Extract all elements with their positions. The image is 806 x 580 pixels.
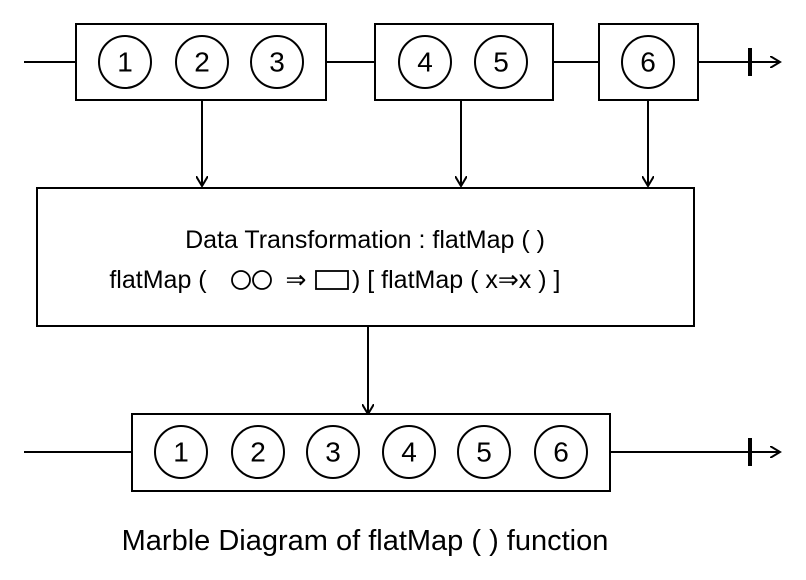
operator-formula-start: flatMap (	[109, 266, 207, 294]
operator-formula-end: ) [ flatMap ( x⇒x ) ]	[352, 266, 560, 294]
output-marble: 3	[306, 425, 360, 479]
marble-pair-icon	[231, 270, 272, 290]
box-icon	[315, 270, 349, 290]
operator-title: Data Transformation : flatMap ( )	[185, 226, 545, 254]
svg-text:5: 5	[493, 47, 509, 78]
output-marble: 4	[382, 425, 436, 479]
svg-text:1: 1	[117, 47, 133, 78]
operator-formula-arrow: ⇒	[286, 266, 307, 294]
output-marble: 5	[457, 425, 511, 479]
input-marble: 4	[398, 35, 452, 89]
svg-text:2: 2	[194, 47, 210, 78]
svg-text:3: 3	[325, 437, 341, 468]
output-marble: 2	[231, 425, 285, 479]
svg-text:4: 4	[401, 437, 417, 468]
svg-text:5: 5	[476, 437, 492, 468]
svg-text:1: 1	[173, 437, 189, 468]
svg-text:6: 6	[640, 47, 656, 78]
input-marble: 2	[175, 35, 229, 89]
svg-text:2: 2	[250, 437, 266, 468]
output-marble: 1	[154, 425, 208, 479]
input-marble: 6	[621, 35, 675, 89]
operator-box	[36, 187, 695, 327]
diagram-caption: Marble Diagram of flatMap ( ) function	[122, 525, 609, 557]
output-group-box	[131, 413, 611, 492]
output-marble: 6	[534, 425, 588, 479]
input-marble: 5	[474, 35, 528, 89]
svg-text:6: 6	[553, 437, 569, 468]
svg-text:4: 4	[417, 47, 433, 78]
input-marble: 1	[98, 35, 152, 89]
svg-text:3: 3	[269, 47, 285, 78]
input-marble: 3	[250, 35, 304, 89]
